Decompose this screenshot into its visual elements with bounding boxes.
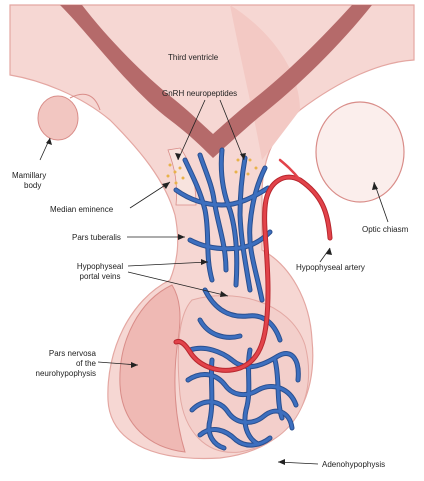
mamillary-body-shape [38, 96, 78, 140]
label-optic-chiasm: Optic chiasm [362, 225, 409, 234]
label-median-eminence: Median eminence [50, 205, 114, 214]
label-adenohypophysis: Adenohypophysis [322, 460, 385, 469]
label-portal-veins-line1: Hypophyseal [77, 262, 123, 271]
label-pars-tuberalis: Pars tuberalis [72, 233, 121, 242]
label-mamillary-line2: body [24, 181, 41, 190]
optic-chiasm-shape [316, 102, 404, 202]
label-third-ventricle: Third ventricle [168, 53, 219, 62]
label-portal-veins-line2: portal veins [80, 272, 121, 281]
label-mamillary-line1: Mamillary [12, 171, 46, 180]
label-gnrh-neuropeptides: GnRH neuropeptides [162, 89, 237, 98]
label-hypophyseal-artery: Hypophyseal artery [296, 263, 365, 272]
label-pars-nervosa-line2: of the [76, 359, 97, 368]
leader-hypophyseal-artery [320, 248, 330, 262]
label-pars-nervosa-line1: Pars nervosa [49, 349, 97, 358]
label-pars-nervosa-line3: neurohypophysis [36, 369, 96, 378]
